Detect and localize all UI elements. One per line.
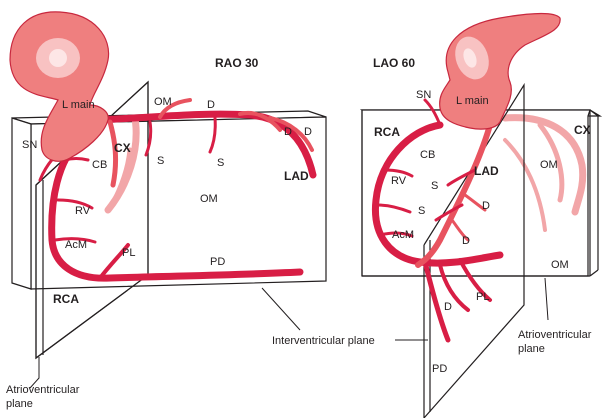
lao-label-rv: RV	[391, 175, 407, 187]
rao-label-pl: PL	[122, 247, 135, 259]
lao-view: LAO 60 SN L main RCA CX CB LAD RV S OM S…	[359, 12, 603, 418]
lao-title: LAO 60	[373, 56, 415, 70]
rao-view: RAO 30 L main OM D D D SN CX CB S S LAD …	[9, 11, 327, 360]
lao-interventricular-plane	[359, 109, 603, 277]
callouts: Atrioventricular plane Interventricular …	[6, 277, 592, 410]
rao-label-d1: D	[284, 126, 292, 138]
lao-label-lad: LAD	[474, 164, 499, 178]
lao-label-rca: RCA	[374, 125, 400, 139]
rao-label-d-top: D	[207, 99, 215, 111]
lao-label-d1: D	[482, 200, 490, 212]
lao-label-om-low: OM	[551, 259, 569, 271]
rao-aorta	[9, 11, 110, 162]
callout-av-right-line2: plane	[518, 343, 545, 355]
rao-label-d2: D	[304, 126, 312, 138]
rao-posterior-vessels	[104, 114, 140, 214]
rao-label-s1: S	[157, 155, 164, 167]
rao-label-cx: CX	[114, 141, 131, 155]
callout-av-left-line1: Atrioventricular	[6, 384, 80, 396]
lao-aorta	[439, 12, 561, 130]
rao-label-s2: S	[217, 157, 224, 169]
lao-label-s2: S	[418, 205, 425, 217]
rao-label-acm: AcM	[65, 239, 87, 251]
lao-label-d2: D	[462, 235, 470, 247]
rao-title: RAO 30	[215, 56, 259, 70]
rao-label-l-main: L main	[62, 99, 95, 111]
callout-interventricular: Interventricular plane	[272, 335, 375, 347]
rao-label-lad: LAD	[284, 169, 309, 183]
lao-label-om-mid: OM	[540, 159, 558, 171]
lao-posterior-vessels	[501, 114, 587, 232]
lao-label-l-main: L main	[456, 95, 489, 107]
rao-label-pd: PD	[210, 256, 225, 268]
lao-label-s1: S	[431, 180, 438, 192]
lao-vessels	[371, 98, 504, 343]
lao-label-pl: PL	[476, 291, 489, 303]
rao-label-rv: RV	[75, 205, 91, 217]
lao-label-cb: CB	[420, 149, 435, 161]
lao-label-sn: SN	[416, 89, 431, 101]
rao-label-rca: RCA	[53, 292, 79, 306]
callout-av-left-line2: plane	[6, 398, 33, 410]
rao-label-sn: SN	[22, 139, 37, 151]
lao-label-d3: D	[444, 301, 452, 313]
rao-label-om-mid: OM	[200, 193, 218, 205]
lao-label-acm: AcM	[392, 229, 414, 241]
rao-label-cb: CB	[92, 159, 107, 171]
lao-label-cx: CX	[574, 123, 591, 137]
rao-label-om-top: OM	[154, 96, 172, 108]
callout-av-right-line1: Atrioventricular	[518, 329, 592, 341]
lao-label-pd: PD	[432, 363, 447, 375]
lao-atrioventricular-plane	[423, 82, 525, 418]
